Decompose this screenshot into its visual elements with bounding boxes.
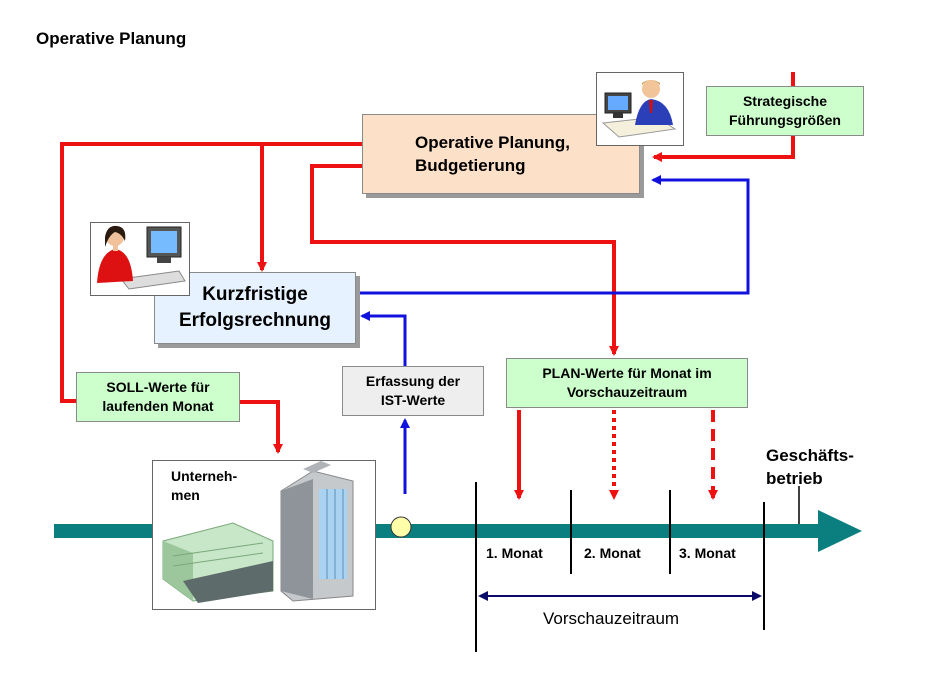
strategische-box: Strategische Führungsgrößen (706, 86, 864, 136)
blue-arrow-to-kurzfristig (360, 311, 407, 366)
timeline-arrowhead (818, 510, 862, 552)
plan-werte-box: PLAN-Werte für Monat im Vorschauzeitraum (506, 358, 748, 408)
operative-planung-label: Operative Planung, Budgetierung (415, 133, 570, 175)
red-line-soll-feed (60, 142, 362, 403)
unternehmen-label: Unterneh- men (171, 468, 238, 503)
current-point (390, 516, 412, 538)
vorschauzeitraum-label: Vorschauzeitraum (543, 609, 680, 628)
strategische-label: Strategische Führungsgrößen (729, 93, 841, 128)
page-title: Operative Planung (36, 29, 187, 48)
kurzfristig-label: Kurzfristige Erfolgsrechnung (178, 284, 331, 331)
erfassung-label: Erfassung der IST-Werte (365, 373, 461, 408)
month-1-label: 1. Monat (486, 545, 543, 561)
month-2-label: 2. Monat (584, 545, 641, 561)
red-arrow-to-unternehmen (240, 400, 283, 454)
soll-werte-box: SOLL-Werte für laufenden Monat (76, 372, 240, 422)
geschaeftsbetrieb-label: Geschäfts- betrieb (766, 446, 854, 488)
soll-werte-label: SOLL-Werte für laufenden Monat (102, 379, 214, 414)
erfassung-box: Erfassung der IST-Werte (342, 366, 484, 416)
blue-arrow-feedback (358, 175, 750, 295)
employee-icon (97, 225, 186, 290)
month-3-label: 3. Monat (679, 545, 736, 561)
buildings-icon (162, 461, 354, 603)
red-arrow-to-plan (310, 164, 619, 356)
manager-image (596, 72, 684, 146)
plan-werte-label: PLAN-Werte für Monat im Vorschauzeitraum (542, 365, 712, 400)
manager-icon (601, 80, 677, 138)
operative-planung-box: Operative Planung, Budgetierung (362, 114, 640, 194)
employee-image (90, 222, 190, 296)
unternehmen-box: Unterneh- men (152, 460, 376, 610)
